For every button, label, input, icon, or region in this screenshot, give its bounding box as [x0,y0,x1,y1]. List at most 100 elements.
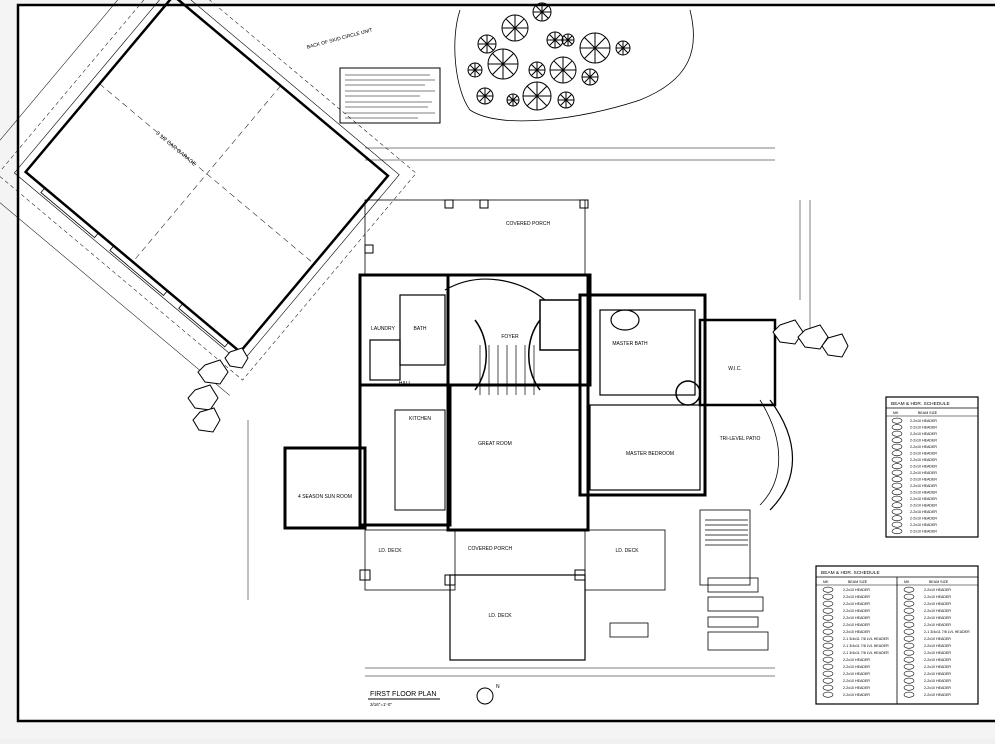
schedule-mark [903,600,915,607]
schedule-mark [891,508,903,515]
schedule-mark [822,635,834,642]
plan-title: FIRST FLOOR PLAN [370,691,436,698]
schedule-mark [822,600,834,607]
room-label-hall: HALL [399,381,412,387]
room-label-master-bath: MASTER BATH [612,341,648,347]
schedule-row-text: 2-2x10 HEADER [843,658,870,662]
schedule-small: BEAM & HDR. SCHEDULE MK BEAM SIZE 2-2x10… [885,396,979,538]
tree [467,62,483,78]
schedule-mark [891,450,903,457]
tree [522,81,552,111]
schedule-mark [891,482,903,489]
schedule-row-text: 2-2x10 HEADER [924,602,951,606]
schedule-row-text: 2-2x10 HEADER [910,465,937,469]
schedule-row-text: 2-2x10 HEADER [910,452,937,456]
schedule-row-text: 2-2x10 HEADER [843,616,870,620]
schedule-row-text: 2-1 3/4x11 7/8 LVL HEADER [843,637,889,641]
dimension-lines [247,147,811,677]
schedule-row-text: 2-2x10 HEADER [843,588,870,592]
room-label-bath: BATH [414,326,427,332]
schedule-row-text: 2-2x10 HEADER [910,523,937,527]
schedule-mark [891,495,903,502]
schedule-row-text: 2-2x10 HEADER [910,510,937,514]
schedule-row-text: 2-2x10 HEADER [924,658,951,662]
schedule-row-text: 2-2x10 HEADER [924,588,951,592]
schedule-mark [891,443,903,450]
tree [557,91,575,109]
schedule-row-text: 2-2x10 HEADER [843,609,870,613]
schedule-large-col-size-right: BEAM SIZE [929,580,949,584]
schedule-mark [903,677,915,684]
schedule-mark [903,607,915,614]
schedule-row-text: 2-2x10 HEADER [924,609,951,613]
tree-line [454,9,694,122]
schedule-mark [903,663,915,670]
schedule-row-text: 2-2x10 HEADER [910,491,937,495]
schedule-mark [903,656,915,663]
stepping-stones-right [772,319,849,358]
tree [561,33,575,47]
schedule-mark [903,691,915,698]
room-label-kitchen: KITCHEN [409,416,431,422]
schedule-mark [903,642,915,649]
schedule-mark [903,670,915,677]
schedule-mark [891,489,903,496]
room-label-great-room: GREAT ROOM [478,441,512,447]
schedule-row-text: 2-2x10 HEADER [910,419,937,423]
schedule-row-text: 2-1 3/4x11 7/8 LVL HEADER [843,644,889,648]
schedule-row-text: 2-2x10 HEADER [924,644,951,648]
stepping-stones-left [187,347,249,433]
room-label-deck-right: LD. DECK [615,548,639,554]
room-label-covered-porch-rear: COVERED PORCH [468,546,513,552]
schedule-row-text: 2-2x10 HEADER [924,637,951,641]
schedule-mark [891,456,903,463]
schedule-row-text: 2-2x10 HEADER [924,672,951,676]
schedule-row-text: 2-2x10 HEADER [843,679,870,683]
schedule-row-text: 2-2x10 HEADER [843,630,870,634]
schedule-mark [822,607,834,614]
general-notes-box [339,67,441,124]
schedule-mark [891,463,903,470]
tree [501,14,529,42]
schedule-row-text: 2-2x10 HEADER [910,426,937,430]
landscape-trees [467,2,631,111]
schedule-row-text: 2-2x10 HEADER [924,679,951,683]
schedule-mark [891,502,903,509]
tree [615,40,631,56]
schedule-row-text: 2-2x10 HEADER [843,665,870,669]
schedule-mark [822,656,834,663]
schedule-mark [903,635,915,642]
schedule-mark [822,642,834,649]
schedule-mark [822,621,834,628]
schedule-small-col-size: BEAM SIZE [918,411,938,415]
tree [476,87,494,105]
schedule-mark [822,670,834,677]
schedule-row-text: 2-2x10 HEADER [843,672,870,676]
rear-decks [359,509,751,661]
tree [487,48,519,80]
schedule-row-text: 2-2x10 HEADER [924,693,951,697]
schedule-row-text: 2-2x10 HEADER [924,686,951,690]
schedule-large-col-mark-left: MK [823,580,829,584]
schedule-row-text: 2-2x10 HEADER [910,497,937,501]
schedule-large-col-mark-right: MK [904,580,910,584]
schedule-large-title: BEAM & HDR. SCHEDULE [821,570,880,576]
schedule-row-text: 2-2x10 HEADER [843,686,870,690]
north-label: N [496,684,500,690]
schedule-row-text: 2-2x10 HEADER [843,595,870,599]
tree [579,32,611,64]
schedule-row-text: 2-2x10 HEADER [924,665,951,669]
schedule-large: BEAM & HDR. SCHEDULE MK BEAM SIZE MK BEA… [815,565,979,705]
plan-scale: 3/16"=1'-0" [370,702,392,707]
schedule-mark [891,476,903,483]
north-arrow: N [476,684,500,705]
room-label-covered-porch: COVERED PORCH [506,221,551,227]
room-label-wic: W.I.C. [728,366,742,372]
schedule-mark [891,424,903,431]
schedule-mark [903,586,915,593]
room-label-sun-room: 4 SEASON SUN ROOM [298,494,352,500]
tree [506,93,520,107]
schedule-mark [891,469,903,476]
schedule-row-text: 2-2x10 HEADER [843,693,870,697]
tree [532,2,552,22]
